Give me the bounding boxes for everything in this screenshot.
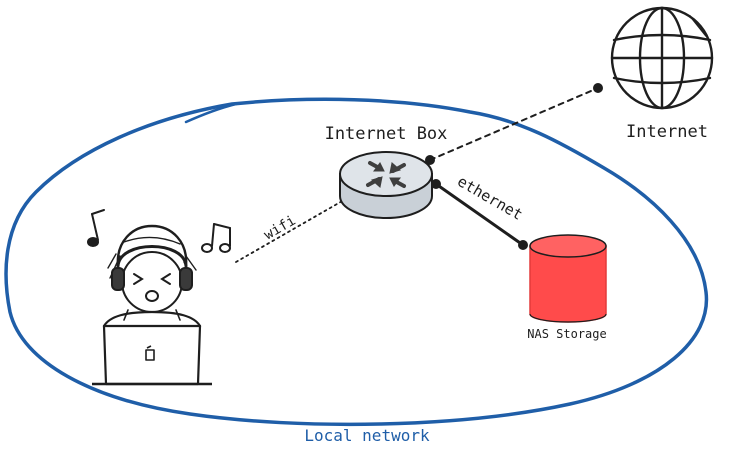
music-note-icon (87, 209, 105, 247)
laptop-icon (92, 324, 212, 386)
wifi-label: wifi (261, 213, 298, 244)
music-note-icon (201, 223, 231, 253)
nas-storage-label: NAS Storage (527, 327, 606, 341)
router-wan-port (425, 155, 435, 165)
globe-icon (610, 6, 714, 110)
wifi-link-line (235, 199, 345, 263)
internet-box-label: Internet Box (325, 124, 448, 144)
local-network-boundary (4, 97, 709, 427)
connection-endpoints (425, 83, 603, 250)
person-with-headphones-icon (102, 224, 202, 328)
ethernet-label: ethernet (454, 172, 526, 224)
nas-endpoint (518, 240, 528, 250)
database-cylinder-icon (529, 234, 607, 323)
internet-link-line (429, 87, 599, 161)
ethernet-link-line (434, 182, 525, 247)
internet-endpoint (593, 83, 603, 93)
local-network-label: Local network (304, 426, 430, 445)
connections (235, 87, 599, 263)
internet-label: Internet (626, 122, 708, 142)
router-icon (339, 151, 433, 219)
router-lan-port (431, 179, 441, 189)
